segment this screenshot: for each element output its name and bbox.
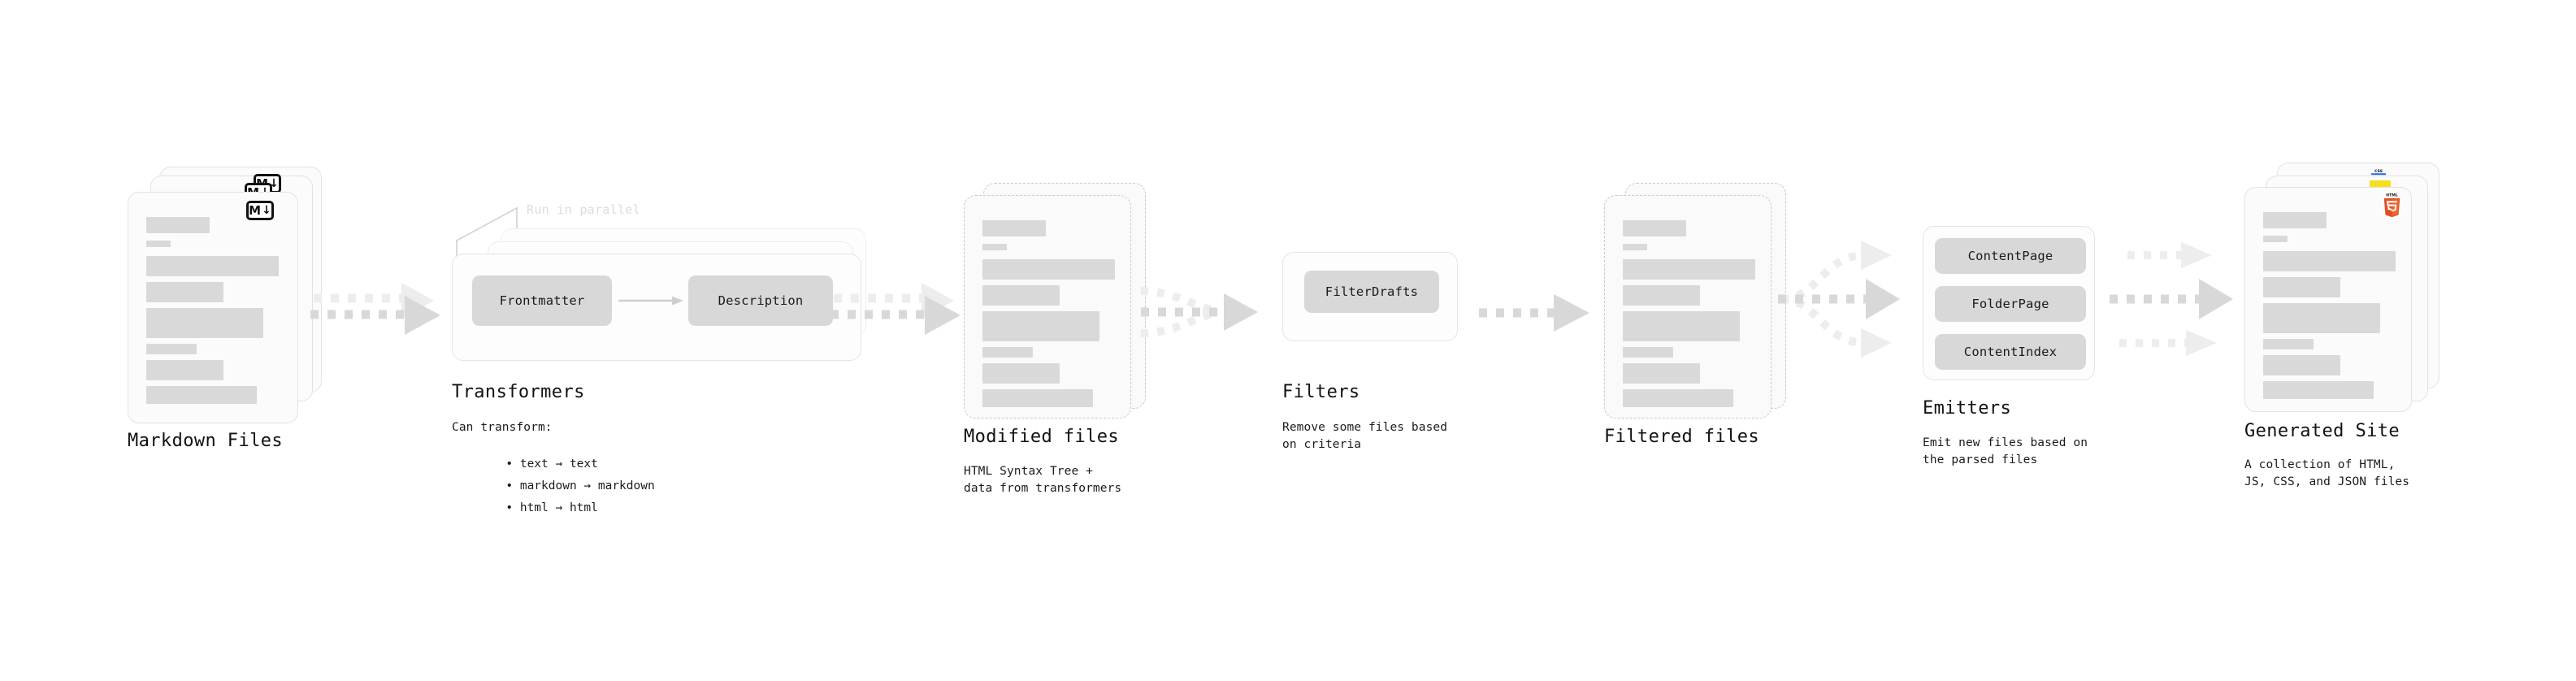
skeleton-bar (982, 259, 1115, 280)
run-in-parallel-label: Run in parallel (527, 202, 640, 217)
transformer-panel-front: Frontmatter Description (452, 254, 861, 361)
skeleton-bar (146, 344, 197, 354)
skeleton-bar (1623, 347, 1673, 358)
emitter-chip-contentpage[interactable]: ContentPage (1935, 238, 2086, 274)
skeleton-bar (2263, 339, 2314, 349)
connector-transformers-to-modified (830, 283, 961, 335)
run-in-parallel-bracket (456, 206, 518, 263)
stage-title-filtered-files: Filtered files (1604, 427, 1760, 447)
skeleton-bar (1623, 220, 1686, 236)
skeleton-bar (982, 347, 1033, 358)
connector-markdown-to-transformers (310, 283, 440, 335)
skeleton-bar (146, 241, 171, 247)
skeleton-bar (2263, 212, 2327, 228)
skeleton-bar (146, 282, 223, 302)
stage-title-transformers: Transformers (452, 382, 585, 402)
skeleton-bar (1623, 363, 1700, 384)
markdown-icon: M ↓ (246, 201, 274, 220)
transformer-chip-frontmatter[interactable]: Frontmatter (472, 275, 612, 326)
skeleton-bar (982, 311, 1099, 341)
skeleton-bar (2263, 251, 2396, 271)
emitter-chip-folderpage[interactable]: FolderPage (1935, 286, 2086, 322)
stage-subtitle-filters: Remove some files based on criteria (1282, 421, 1448, 452)
skeleton-bar (2263, 381, 2374, 399)
transformers-bullet-0: • text → text (505, 458, 598, 471)
skeleton-bar (982, 363, 1060, 384)
connector-modified-to-filters (1140, 287, 1258, 337)
skeleton-bar (982, 285, 1060, 306)
skeleton-bar (146, 360, 223, 380)
transformers-bullet-2: • html → html (505, 501, 598, 515)
transformer-inner-arrow-front (618, 296, 683, 306)
skeleton-bar (146, 386, 257, 404)
stage-subtitle-generated-site: A collection of HTML, JS, CSS, and JSON … (2244, 458, 2410, 489)
skeleton-bar (146, 308, 263, 338)
filtered-file-card-front (1604, 195, 1772, 419)
stage-title-modified-files: Modified files (964, 427, 1120, 447)
skeleton-bar (1623, 244, 1647, 250)
html5-icon: HTML (2383, 193, 2400, 218)
skeleton-bar (982, 220, 1046, 236)
transformers-bullet-1: • markdown → markdown (505, 479, 655, 493)
filters-panel: FilterDrafts (1282, 252, 1458, 341)
skeleton-bar (1623, 389, 1733, 407)
stage-title-markdown-files: Markdown Files (128, 431, 284, 451)
connector-filters-to-filtered (1479, 294, 1589, 332)
stage-title-filters: Filters (1282, 382, 1360, 402)
skeleton-bar (1623, 285, 1700, 306)
emitter-chip-contentindex[interactable]: ContentIndex (1935, 334, 2086, 370)
css3-icon: CSS (2371, 169, 2386, 176)
connector-emitters-to-site (2110, 242, 2233, 356)
svg-text:CSS: CSS (2374, 169, 2383, 174)
skeleton-bar (146, 256, 279, 276)
stage-subtitle-transformers: Can transform: (452, 421, 553, 434)
skeleton-bar (2263, 236, 2288, 242)
skeleton-bar (146, 217, 210, 233)
skeleton-bar (1623, 311, 1740, 341)
skeleton-bar (982, 244, 1007, 250)
skeleton-bar (982, 389, 1093, 407)
connector-filtered-to-emitters (1778, 241, 1900, 358)
site-file-card-front (2244, 187, 2412, 412)
stage-subtitle-modified-files: HTML Syntax Tree + data from transformer… (964, 465, 1122, 496)
skeleton-bar (2263, 355, 2340, 375)
emitters-panel: ContentPage FolderPage ContentIndex (1923, 226, 2095, 380)
stage-subtitle-emitters: Emit new files based on the parsed files (1923, 436, 2088, 467)
markdown-file-card-front (128, 192, 298, 423)
skeleton-bar (2263, 303, 2380, 333)
skeleton-bar (2263, 277, 2340, 297)
transformer-chip-description[interactable]: Description (688, 275, 833, 326)
modified-file-card-front (964, 195, 1131, 419)
stage-title-emitters: Emitters (1923, 398, 2012, 419)
skeleton-bar (1623, 259, 1755, 280)
filter-chip-filterdrafts[interactable]: FilterDrafts (1304, 271, 1439, 313)
svg-text:HTML: HTML (2386, 193, 2398, 197)
stage-title-generated-site: Generated Site (2244, 421, 2400, 441)
